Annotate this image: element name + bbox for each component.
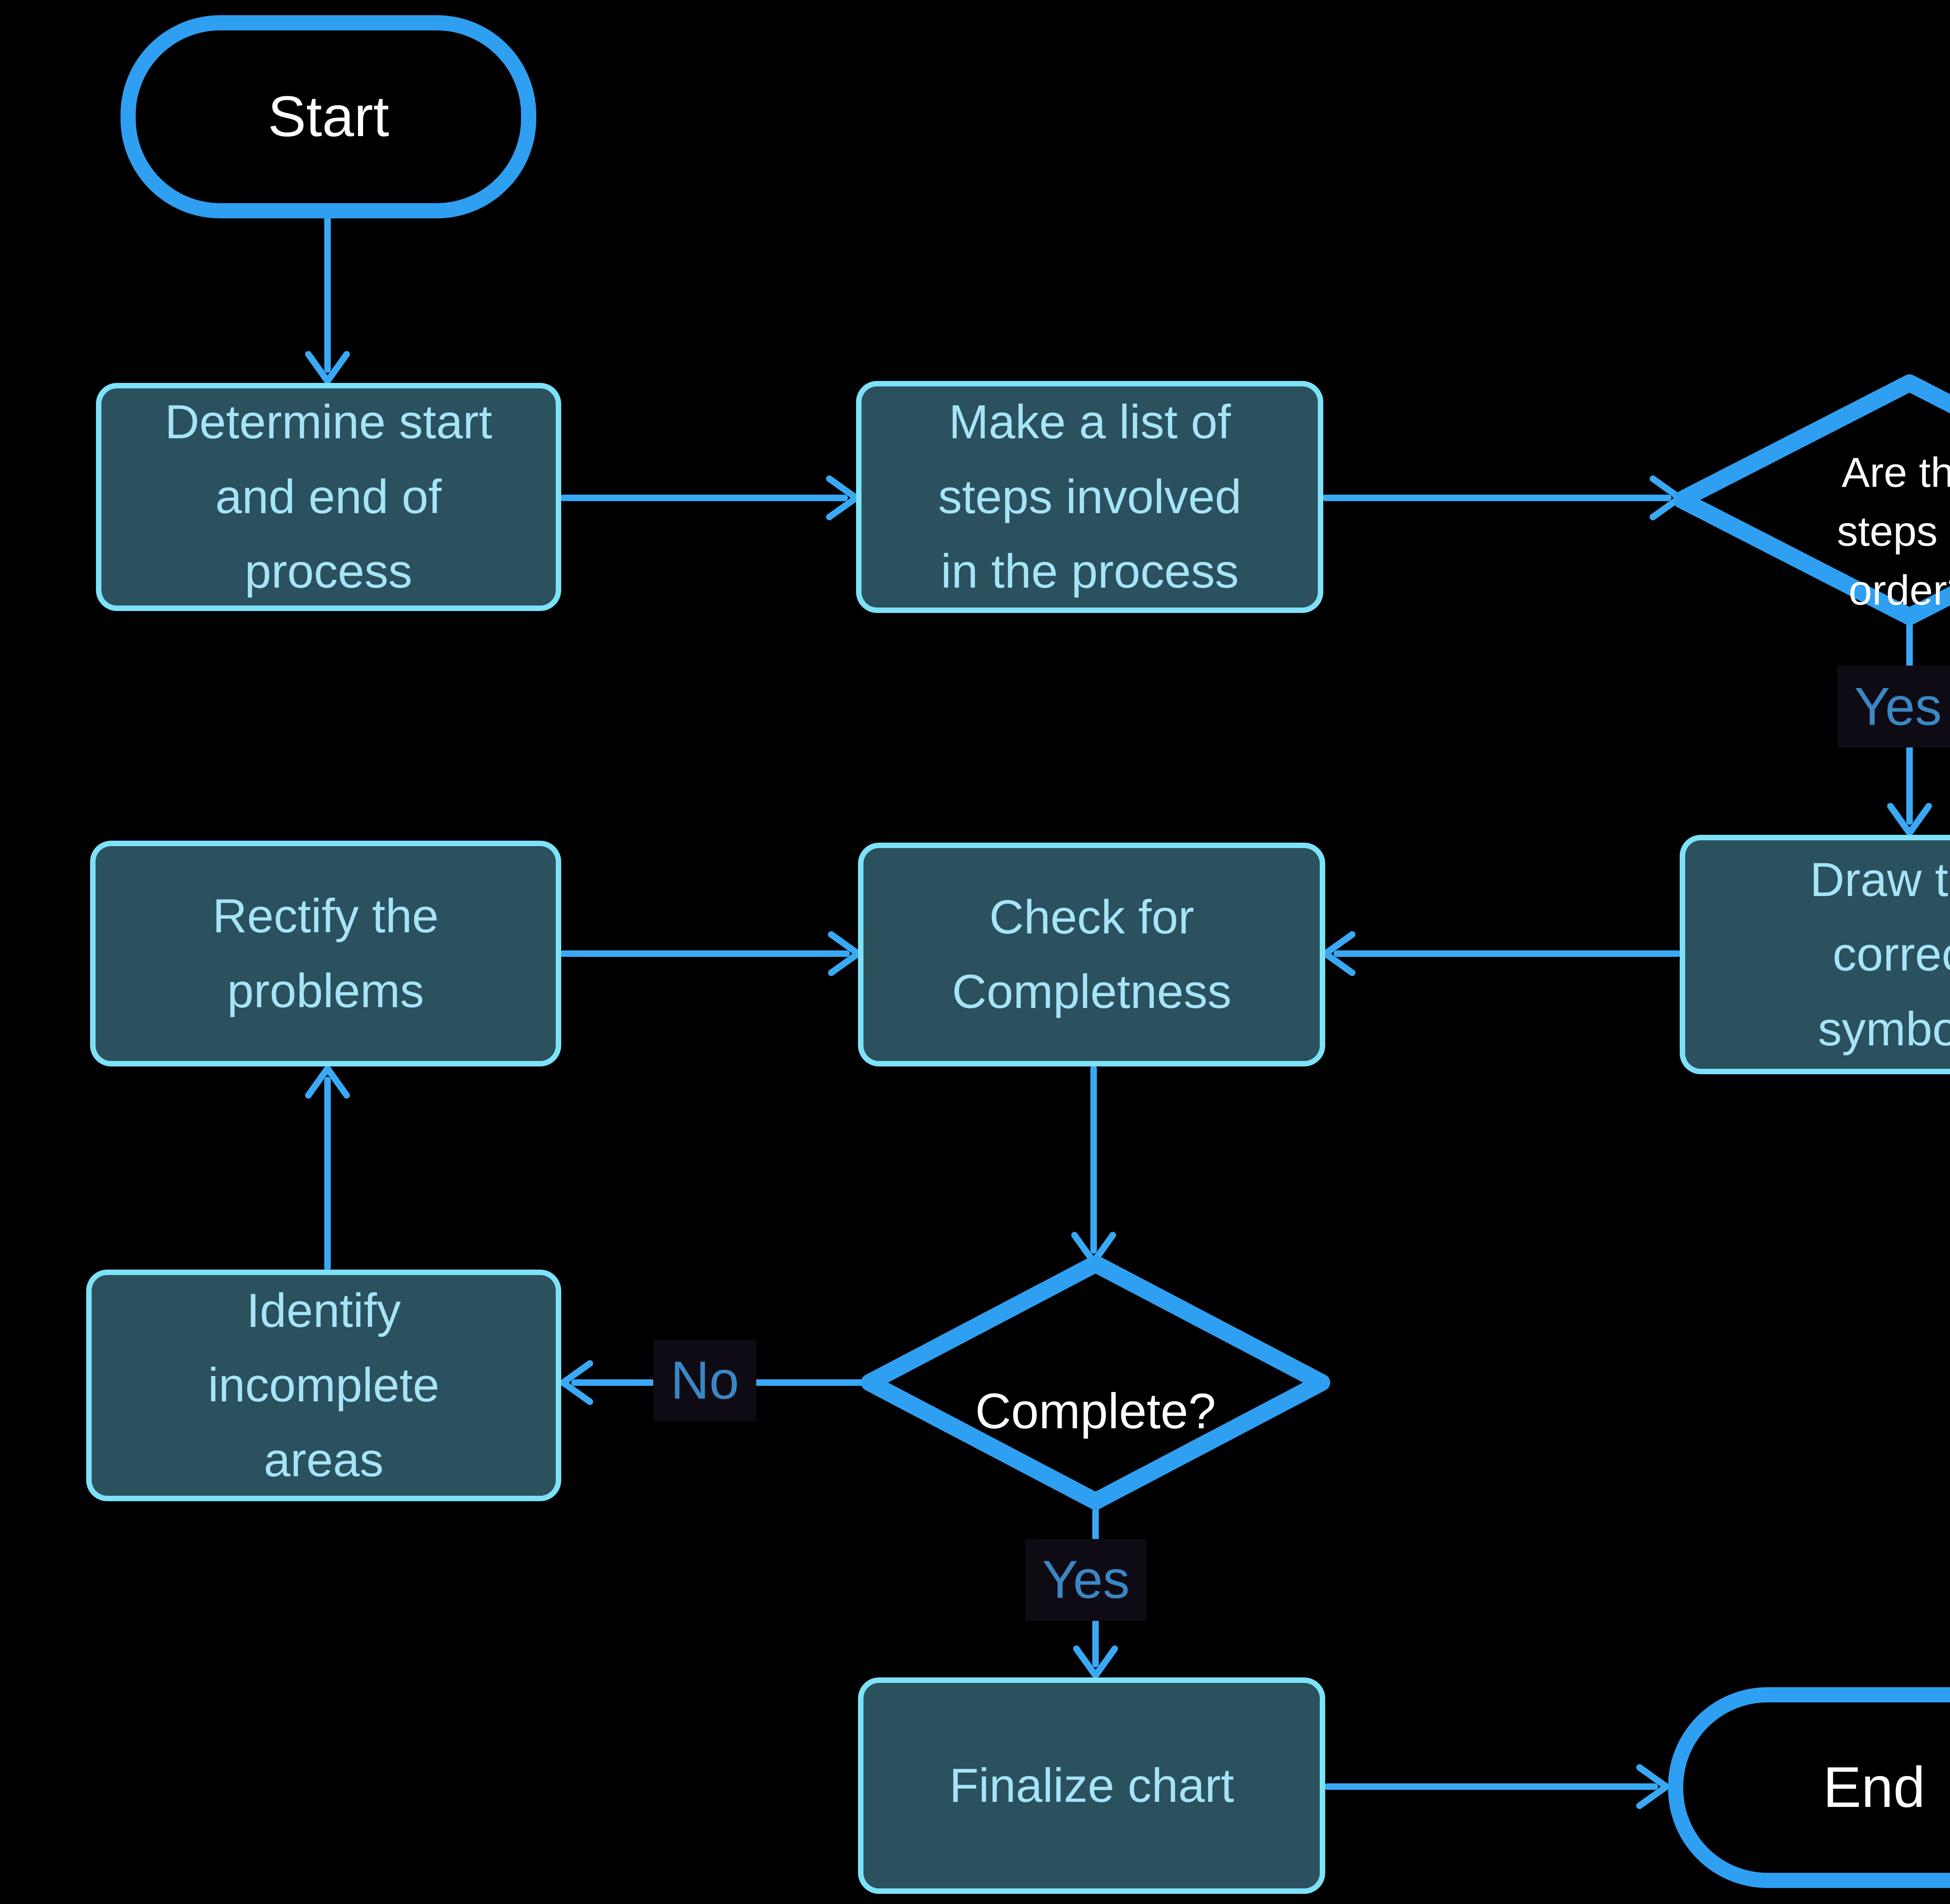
- node-start: Start: [121, 15, 537, 218]
- node-steps-in-order-label: Are the steps in order?: [1837, 448, 1950, 614]
- arrowhead-down-icon: [1887, 803, 1932, 836]
- node-determine-label: Determine start and end of process: [165, 395, 492, 599]
- arrowhead-up-icon: [305, 1065, 350, 1099]
- node-draw-symbols-label: Draw the correct symbols: [1810, 853, 1950, 1056]
- node-end: End: [1668, 1687, 1950, 1888]
- node-draw-symbols: Draw the correct symbols: [1679, 835, 1950, 1075]
- node-check-completeness-label: Check for Completness: [952, 890, 1232, 1019]
- node-rectify-label: Rectify the problems: [212, 889, 439, 1018]
- node-identify-label: Identify incomplete areas: [208, 1284, 440, 1487]
- arrowhead-right-icon: [1636, 1764, 1670, 1809]
- node-identify: Identify incomplete areas: [86, 1269, 561, 1502]
- node-start-label: Start: [268, 85, 389, 149]
- edge-label-order-yes: Yes: [1837, 666, 1950, 748]
- node-check-completeness: Check for Completness: [858, 842, 1326, 1067]
- node-finalize: Finalize chart: [858, 1677, 1326, 1894]
- decision-complete-shape: [861, 1255, 1330, 1510]
- arrowhead-down-icon: [305, 351, 350, 384]
- node-finalize-label: Finalize chart: [949, 1759, 1234, 1812]
- node-make-list: Make a list of steps involved in the pro…: [856, 381, 1324, 613]
- arrowhead-left-icon: [1322, 931, 1356, 976]
- edge-label-complete-yes: Yes: [1025, 1539, 1147, 1621]
- decision-steps-in-order-shape: [1673, 374, 1950, 625]
- node-rectify: Rectify the problems: [90, 840, 561, 1067]
- node-complete-label: Complete?: [975, 1383, 1216, 1439]
- arrowhead-left-icon: [560, 1360, 593, 1405]
- edge-label-complete-no: No: [653, 1339, 757, 1422]
- arrowhead-down-icon: [1073, 1645, 1118, 1679]
- node-determine: Determine start and end of process: [96, 383, 561, 611]
- node-end-label: End: [1823, 1755, 1925, 1819]
- node-make-list-label: Make a list of steps involved in the pro…: [938, 395, 1242, 599]
